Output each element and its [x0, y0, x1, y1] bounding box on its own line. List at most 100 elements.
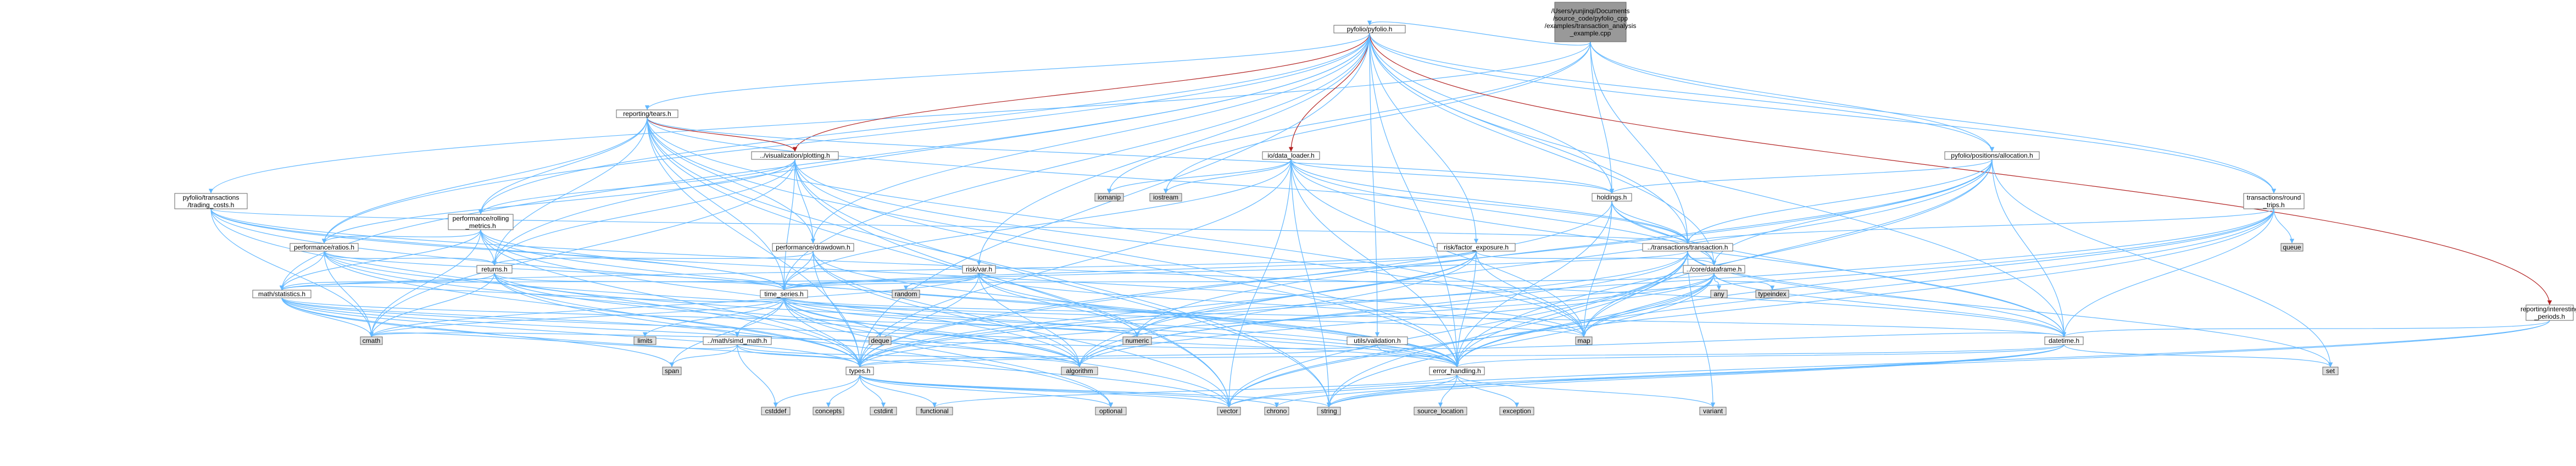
node-types[interactable]: types.h [845, 367, 874, 375]
node-label-var: risk/var.h [966, 265, 992, 273]
node-typeindex[interactable]: typeindex [1755, 290, 1789, 298]
edge-types-to-concepts [826, 374, 860, 408]
node-validation[interactable]: utils/validation.h [1347, 336, 1408, 345]
edge-rolling-to-statistics [279, 229, 481, 291]
edge-statistics-to-algorithm [281, 297, 1082, 368]
node-box-queue [2280, 243, 2304, 252]
edge-datetime-to-chrono [1275, 344, 2065, 408]
node-ratios[interactable]: performance/ratios.h [290, 243, 359, 252]
edge-pyfolio-to-drawdown [810, 32, 1370, 244]
node-optional[interactable]: optional [1095, 407, 1127, 415]
edge-var-to-algorithm [978, 273, 1082, 368]
edge-drawdown-to-timeseries [781, 251, 814, 291]
edge-rolling-to-cmath [369, 229, 481, 337]
edge-tcosts-to-map [210, 208, 1586, 337]
edge-error-to-string [1326, 374, 1457, 408]
node-root[interactable]: /Users/yunjinqi/Documents/source_code/py… [1545, 2, 1637, 42]
edge-tears-to-rolling [478, 117, 648, 215]
node-data_loader[interactable]: io/data_loader.h [1262, 151, 1320, 160]
node-error[interactable]: error_handling.h [1429, 367, 1485, 375]
node-box-deque [869, 336, 892, 345]
node-label-tears: reporting/tears.h [623, 110, 671, 118]
node-dataframe[interactable]: ../core/dataframe.h [1683, 265, 1745, 274]
node-label-root: /source_code/pyfolio_cpp [1553, 14, 1628, 22]
edge-var-to-map [978, 273, 1587, 337]
edge-drawdown-to-error [813, 251, 1460, 368]
node-drawdown[interactable]: performance/drawdown.h [772, 243, 854, 252]
node-box-interesting [2525, 304, 2574, 321]
node-simd[interactable]: ../math/simd_math.h [703, 336, 772, 345]
node-factor[interactable]: risk/factor_exposure.h [1437, 243, 1516, 252]
node-label-queue: queue [2283, 243, 2301, 251]
edge-tears-to-types [647, 117, 863, 368]
edge-ratios-to-cmath [324, 251, 374, 337]
edge-timeseries-to-numeric [783, 297, 1140, 337]
node-box-iomanip [1094, 193, 1124, 202]
edge-tears-to-string [647, 117, 1332, 408]
edge-allocation-to-datetime [1991, 159, 2067, 337]
node-chrono[interactable]: chrono [1264, 407, 1289, 415]
node-exception[interactable]: exception [1499, 407, 1534, 415]
node-timeseries[interactable]: time_series.h [760, 290, 808, 298]
node-datetime[interactable]: datetime.h [2044, 336, 2084, 345]
edge-plotting-to-ratios [321, 159, 795, 244]
node-pyfolio[interactable]: pyfolio/pyfolio.h [1333, 25, 1406, 34]
node-random[interactable]: random [892, 290, 920, 298]
node-box-timeseries [760, 290, 808, 298]
edge-allocation-to-dataframe [1711, 159, 1993, 266]
node-tcosts[interactable]: pyfolio/transactions/trading_costs.h [174, 193, 248, 209]
edge-types-to-optional [859, 374, 1114, 408]
node-limits[interactable]: limits [633, 336, 656, 345]
node-cstddef[interactable]: cstddef [761, 407, 791, 415]
node-allocation[interactable]: pyfolio/positions/allocation.h [1944, 151, 2040, 160]
node-cmath[interactable]: cmath [360, 336, 383, 345]
node-label-ratios: performance/ratios.h [294, 243, 354, 251]
node-plotting[interactable]: ../visualization/plotting.h [751, 151, 839, 160]
node-iomanip[interactable]: iomanip [1094, 193, 1124, 202]
node-box-numeric [1122, 336, 1152, 345]
node-algorithm[interactable]: algorithm [1061, 367, 1098, 375]
node-source_location[interactable]: source_location [1414, 407, 1467, 415]
node-vector[interactable]: vector [1217, 407, 1241, 415]
node-label-iomanip: iomanip [1098, 193, 1121, 201]
node-concepts[interactable]: concepts [813, 407, 844, 415]
node-box-statistics [252, 290, 311, 298]
node-any[interactable]: any [1710, 290, 1728, 298]
node-box-returns [476, 265, 513, 274]
node-deque[interactable]: deque [869, 336, 892, 345]
node-box-validation [1347, 336, 1408, 345]
edge-root-to-allocation [1590, 41, 1995, 152]
node-label-variant: variant [1703, 407, 1723, 415]
node-label-statistics: math/statistics.h [258, 290, 305, 298]
node-rolling[interactable]: performance/rolling_metrics.h [448, 214, 514, 230]
edge-pyfolio-to-transaction [1369, 32, 1690, 244]
node-map[interactable]: map [1575, 336, 1593, 345]
node-box-var [962, 265, 996, 274]
node-interesting[interactable]: reporting/interesting_periods.h [2521, 304, 2576, 321]
node-queue[interactable]: queue [2280, 243, 2304, 252]
node-statistics[interactable]: math/statistics.h [252, 290, 311, 298]
edge-timeseries-to-map [783, 297, 1586, 337]
node-box-map [1575, 336, 1593, 345]
edge-tears-to-error [647, 117, 1460, 368]
node-box-concepts [813, 407, 844, 415]
node-label-iostream: iostream [1153, 193, 1178, 201]
node-cstdint[interactable]: cstdint [870, 407, 897, 415]
node-roundtrips[interactable]: transactions/round_trips.h [2243, 193, 2305, 209]
node-returns[interactable]: returns.h [476, 265, 513, 274]
edge-error-to-variant [1456, 374, 1716, 408]
node-span[interactable]: span [662, 367, 682, 375]
node-numeric[interactable]: numeric [1122, 336, 1152, 345]
node-set[interactable]: set [2322, 367, 2339, 375]
node-label-root: /Users/yunjinqi/Documents [1551, 7, 1630, 15]
node-holdings[interactable]: holdings.h [1592, 193, 1632, 202]
node-label-error: error_handling.h [1433, 367, 1481, 375]
node-var[interactable]: risk/var.h [962, 265, 996, 274]
node-string[interactable]: string [1317, 407, 1341, 415]
node-tears[interactable]: reporting/tears.h [616, 109, 678, 118]
node-variant[interactable]: variant [1699, 407, 1727, 415]
node-iostream[interactable]: iostream [1149, 193, 1182, 202]
node-transaction[interactable]: ../transactions/transaction.h [1642, 243, 1733, 252]
node-functional[interactable]: functional [916, 407, 953, 415]
node-label-timeseries: time_series.h [764, 290, 803, 298]
